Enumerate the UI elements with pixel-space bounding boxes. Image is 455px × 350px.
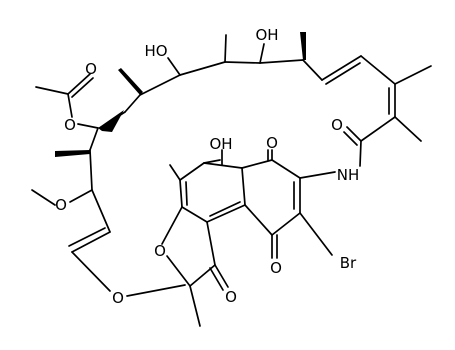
- wedge-bond-methyl-c3: [55, 150, 90, 157]
- atom-label-o-furan: O: [154, 242, 166, 260]
- atom-label-oh-aromatic: OH: [209, 135, 232, 153]
- atom-label-o-amide: O: [331, 116, 343, 134]
- wedge-bond-methyl-c1: [118, 68, 143, 95]
- atom-label-br: Br: [340, 254, 357, 272]
- atom-label-o-acetyl-ester: O: [64, 116, 76, 134]
- wedge-bond-methyl-c2: [300, 32, 306, 60]
- atom-label-oh-top-right: OH: [255, 26, 278, 44]
- atom-label-o-lactone: O: [225, 288, 237, 306]
- atom-label-oh-top-left: HO: [144, 42, 167, 60]
- atom-label-o-methoxy: O: [55, 196, 67, 214]
- furanone-ring: [161, 206, 229, 327]
- atom-label-nh-amide: NH: [337, 166, 360, 184]
- atom-label-o-quinone-top: O: [266, 134, 278, 152]
- ansa-chain-left: [31, 149, 186, 297]
- atom-label-o-acetyl-carbonyl: O: [85, 60, 97, 78]
- atom-label-o-quinone-bottom: O: [270, 259, 282, 277]
- ansa-chain-top: [89, 32, 432, 167]
- naphthalene-core: [169, 149, 336, 259]
- acetyl-group: [35, 73, 99, 129]
- atom-label-o-bridge: O: [112, 289, 124, 307]
